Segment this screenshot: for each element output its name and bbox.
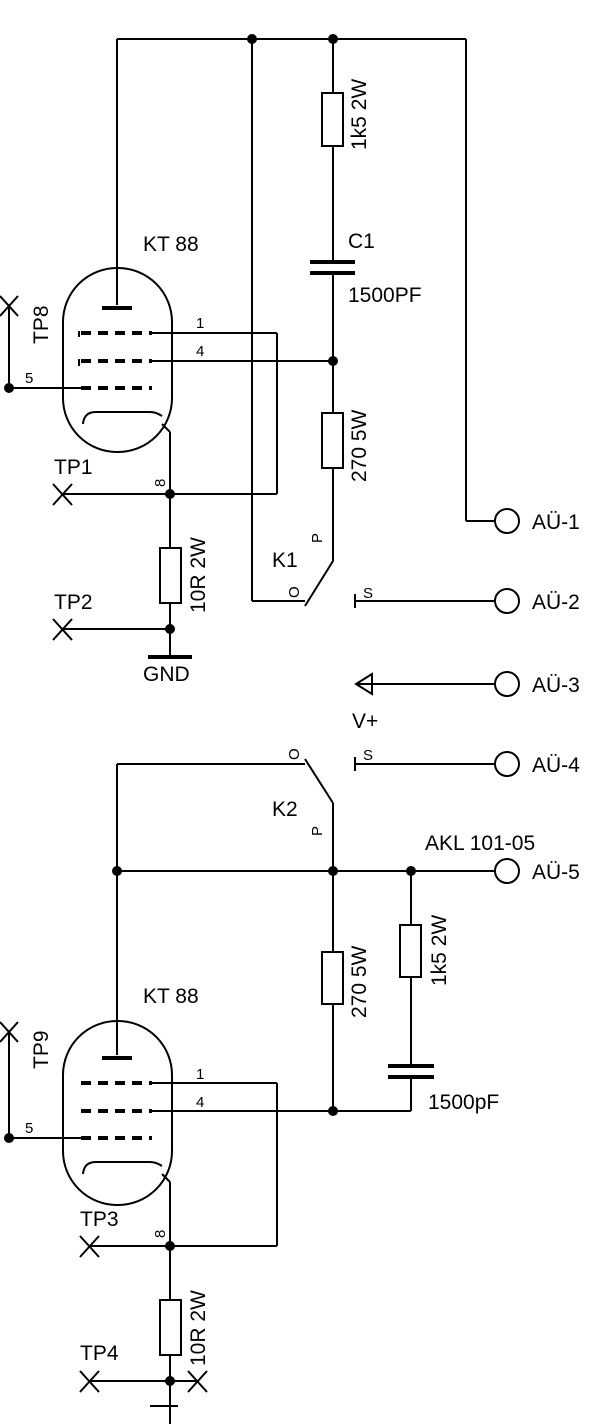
tp4-label: TP4 xyxy=(80,1342,119,1365)
k1-p-label: P xyxy=(309,533,326,543)
junction-dot xyxy=(165,1241,175,1251)
tube2-pin4: 4 xyxy=(196,1094,204,1111)
terminal-au4-label: AÜ-4 xyxy=(532,754,580,777)
lower-stage: O S P K2 AKL 101-05 270 5W 1k5 2W 1500pF… xyxy=(0,747,535,1424)
supply-label: V+ xyxy=(352,710,378,733)
resistor-1k5 xyxy=(321,92,344,147)
tp7-cross-icon xyxy=(187,1370,208,1393)
resistor-10r-label: 10R 2W xyxy=(187,1290,210,1366)
tube1-cathode-wire xyxy=(161,423,171,433)
junction-dot xyxy=(247,34,257,44)
tube1-pin8: 8 xyxy=(152,479,169,487)
tube2-pin8: 8 xyxy=(152,1230,169,1238)
capacitor-c1-value: 1500PF xyxy=(348,284,422,307)
k1-switch-arm xyxy=(304,560,334,607)
resistor-270-label: 270 5W xyxy=(348,409,371,482)
upper-stage: 1k5 2W C1 1500PF 270 5W P O S K1 KT 88 xyxy=(0,34,495,686)
tp9-label: TP9 xyxy=(30,1030,53,1069)
resistor-1k5-label: 1k5 2W xyxy=(348,79,371,150)
tube1-pin4: 4 xyxy=(196,343,204,360)
tube2-envelope xyxy=(62,1020,173,1206)
gnd-label: GND xyxy=(143,663,190,686)
capacitor-c1-name: C1 xyxy=(348,230,375,253)
tube2-cathode-wire xyxy=(161,1173,171,1183)
terminal-au1-icon[interactable] xyxy=(494,508,520,534)
resistor-270 xyxy=(321,412,344,469)
tp3-label: TP3 xyxy=(80,1208,119,1231)
k2-switch-arm xyxy=(304,758,334,804)
k2-p-label: P xyxy=(309,826,326,836)
tp1-label: TP1 xyxy=(54,456,93,479)
resistor-1k5 xyxy=(399,924,422,978)
terminal-au2-icon[interactable] xyxy=(494,588,520,614)
terminal-au4-icon[interactable] xyxy=(494,751,520,777)
tp4-cross-icon xyxy=(79,1370,100,1393)
resistor-270 xyxy=(321,951,344,1005)
junction-dot xyxy=(112,866,122,876)
terminal-au1-label: AÜ-1 xyxy=(532,511,580,534)
tube2-cathode xyxy=(82,1161,163,1175)
switch-k1-label: K1 xyxy=(272,549,298,572)
tube2-pin5: 5 xyxy=(25,1120,33,1137)
connector-label: AKL 101-05 xyxy=(425,832,535,855)
terminal-au3-icon[interactable] xyxy=(494,671,520,697)
tp8-cross-icon xyxy=(0,295,19,317)
resistor-10r xyxy=(159,1299,182,1356)
tube1-pin5: 5 xyxy=(25,370,33,387)
switch-k2-label: K2 xyxy=(272,798,298,821)
capacitor-value: 1500pF xyxy=(428,1091,499,1114)
terminal-au5-label: AÜ-5 xyxy=(532,861,580,884)
junction-dot xyxy=(4,383,14,393)
tube1-cathode xyxy=(82,411,163,425)
resistor-10r-label: 10R 2W xyxy=(187,537,210,613)
tp3-cross-icon xyxy=(79,1235,100,1258)
terminal-au3-label: AÜ-3 xyxy=(532,674,580,697)
k1-s-label: S xyxy=(363,585,373,602)
terminal-au2-label: AÜ-2 xyxy=(532,591,580,614)
resistor-10r xyxy=(159,547,182,604)
k2-s-label: S xyxy=(363,747,373,764)
junction-dot xyxy=(165,489,175,499)
terminal-au5-icon[interactable] xyxy=(494,858,520,884)
tube2-pin1: 1 xyxy=(196,1066,204,1083)
junction-dot xyxy=(4,1133,14,1143)
tube1-label: KT 88 xyxy=(143,233,199,256)
tube2-label: KT 88 xyxy=(143,985,199,1008)
tp9-cross-icon xyxy=(0,1021,19,1043)
tp8-label: TP8 xyxy=(30,305,53,344)
supply: V+ xyxy=(352,672,495,733)
k2-o-label: O xyxy=(286,748,303,760)
tp2-label: TP2 xyxy=(54,591,93,614)
tube1-pin1: 1 xyxy=(196,315,204,332)
resistor-270-label: 270 5W xyxy=(348,945,371,1018)
terminals: AÜ-1 AÜ-2 AÜ-3 AÜ-4 AÜ-5 xyxy=(494,508,580,884)
tp1-cross-icon xyxy=(52,483,73,506)
resistor-1k5-label: 1k5 2W xyxy=(428,915,451,986)
k1-o-label: O xyxy=(286,586,303,598)
junction-dot xyxy=(328,866,338,876)
tp2-cross-icon xyxy=(52,618,73,641)
